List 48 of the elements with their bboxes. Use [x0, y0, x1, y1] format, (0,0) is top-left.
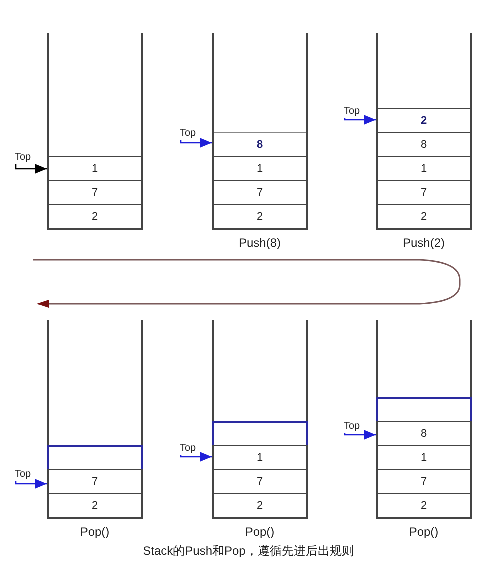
stack-column: [212, 320, 308, 519]
operation-label: Pop(): [80, 525, 110, 539]
stack-column: [47, 320, 143, 519]
pointer-label: Top: [15, 469, 32, 481]
pointer-arrow: [344, 115, 376, 125]
operation-label: Push(8): [238, 236, 282, 250]
pointer-arrow: [180, 452, 212, 462]
stack-cell: 8: [378, 132, 470, 156]
pointer-arrow: [180, 138, 212, 148]
stack-cell: 2: [378, 204, 470, 228]
stack-cell: 2: [214, 493, 306, 517]
pointer-label: Top: [15, 152, 32, 164]
stack-cell: 1: [214, 156, 306, 180]
pointer-arrow: [344, 430, 376, 440]
stack-cell: 7: [49, 180, 141, 204]
stack-cell: 7: [214, 180, 306, 204]
stack-cell: 7: [378, 180, 470, 204]
pointer-arrow: [15, 479, 47, 489]
stack-cell: 1: [49, 156, 141, 180]
stack-cell: 2: [378, 493, 470, 517]
stack-cell: 7: [214, 469, 306, 493]
operation-label: Push(2): [402, 236, 446, 250]
stack-cell: 8: [378, 421, 470, 445]
figure-caption: Stack的Push和Pop，遵循先进后出规则: [142, 543, 355, 560]
stack-column: [47, 33, 143, 230]
stack-cell: 1: [214, 445, 306, 469]
pointer-label: Top: [344, 106, 360, 118]
stack-column: [212, 33, 308, 230]
stack-cell: 7: [378, 469, 470, 493]
empty-cell: [376, 397, 472, 421]
stack-cell: 8: [214, 132, 306, 156]
pointer-label: Top: [180, 128, 196, 140]
pointer-label: Top: [344, 421, 360, 433]
stack-cell: 2: [214, 204, 306, 228]
stack-cell: 1: [378, 156, 470, 180]
empty-cell: [47, 445, 143, 469]
stack-cell: 2: [49, 204, 141, 228]
stack-cell: 1: [378, 445, 470, 469]
operation-label: Pop(): [409, 525, 439, 539]
stack-column: [376, 320, 472, 519]
stack-cell: 2: [49, 493, 141, 517]
stack-cell: 7: [49, 469, 141, 493]
operation-label: Pop(): [245, 525, 275, 539]
pointer-arrow: [15, 164, 47, 174]
stack-cell: 2: [378, 108, 470, 132]
empty-cell: [212, 421, 308, 445]
pointer-label: Top: [180, 443, 196, 455]
stack-column: [376, 33, 472, 230]
